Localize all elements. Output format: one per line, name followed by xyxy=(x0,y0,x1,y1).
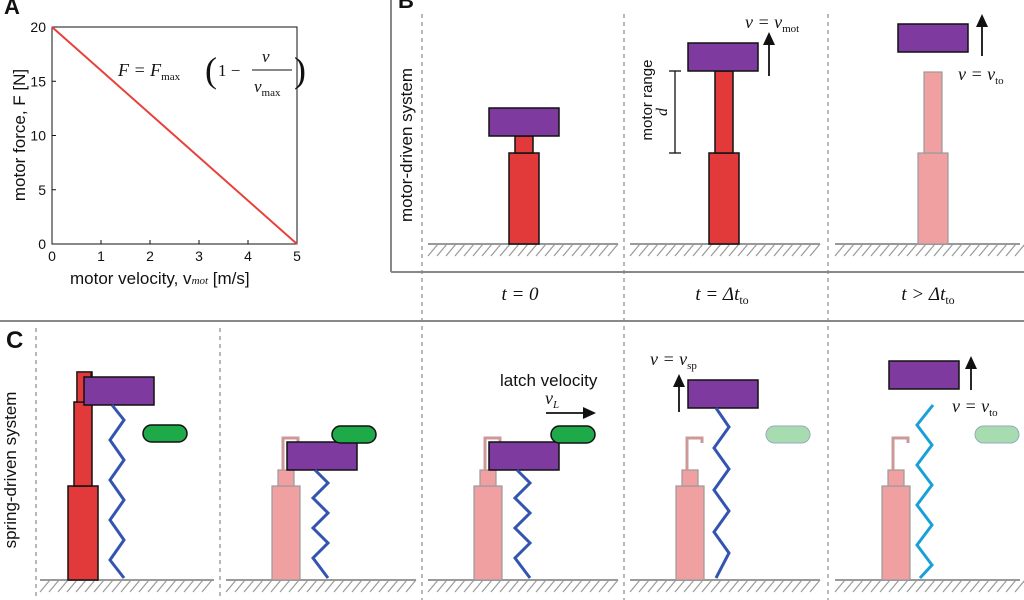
x-tick-label: 3 xyxy=(195,248,203,264)
spring-icon xyxy=(712,407,731,579)
motor-rod xyxy=(277,469,295,487)
ground-c xyxy=(39,579,1024,593)
motor-base xyxy=(675,485,705,581)
spring-icon xyxy=(108,404,126,579)
v-sp-label: v = vsp xyxy=(650,349,697,372)
force-equation: F = Fmax ( 1 − v vmax ) xyxy=(117,47,306,99)
latch-icon xyxy=(765,425,811,444)
latch-icon xyxy=(550,425,596,444)
motor-base xyxy=(881,485,911,581)
y-tick-label: 15 xyxy=(30,73,46,89)
spring-system-5: v = vto xyxy=(881,356,1020,581)
motor-rod xyxy=(714,70,734,154)
paren-open: ( xyxy=(205,50,217,90)
spring-icon xyxy=(310,468,331,579)
eq-denominator: vmax xyxy=(254,77,281,99)
time-label-2: t = Δtto xyxy=(695,284,748,307)
latch-hook xyxy=(281,436,300,470)
mass-block xyxy=(687,42,759,72)
motor-rod xyxy=(479,469,497,487)
motor-actuator-after: v = vto xyxy=(897,14,1004,245)
time-label-3: t > Δtto xyxy=(901,284,954,307)
mass-block xyxy=(888,360,960,390)
spring-system-4: v = vsp xyxy=(650,349,811,581)
spring-driven-label: spring-driven system xyxy=(1,392,20,549)
motor-rod xyxy=(923,71,943,154)
arrow-up-icon xyxy=(976,14,988,27)
force-velocity-chart: 0 1 2 3 4 5 0 5 10 15 20 motor force, F [N] motor… xyxy=(10,19,306,288)
y-tick-label: 0 xyxy=(38,236,46,252)
x-tick-label: 0 xyxy=(48,248,56,264)
latch-hook xyxy=(891,436,910,470)
x-tick-label: 2 xyxy=(146,248,154,264)
motor-driven-label: motor-driven system xyxy=(397,68,416,222)
v-to-label: v = vto xyxy=(958,64,1004,87)
motor-base xyxy=(508,152,540,245)
time-label-1: t = 0 xyxy=(501,284,539,305)
latch-icon xyxy=(142,424,188,443)
series-line xyxy=(51,26,298,245)
eq-numerator: v xyxy=(262,47,270,66)
mass-block xyxy=(687,379,759,409)
x-tick-label: 1 xyxy=(97,248,105,264)
motor-rod xyxy=(73,401,93,487)
x-axis-label: motor velocity, vmot [m/s] xyxy=(70,269,250,288)
arrow-up-icon xyxy=(673,374,685,387)
motor-rod xyxy=(887,469,905,487)
motor-rod xyxy=(514,135,534,154)
series xyxy=(51,26,298,245)
latch-velocity-label: latch velocity xyxy=(500,371,598,390)
mass-block xyxy=(286,441,358,471)
arrow-up-icon xyxy=(965,356,977,369)
arrow-right-icon xyxy=(583,407,596,419)
spring-icon xyxy=(512,468,533,579)
arrow-up-icon xyxy=(763,32,775,45)
y-ticks: 0 5 10 15 20 xyxy=(30,19,56,252)
spring-system-3: latch velocity vL xyxy=(473,371,598,581)
motor-actuator-tdt: motor range d v = vmot xyxy=(639,12,799,245)
latch-hook xyxy=(685,436,704,470)
motor-actuator-t0 xyxy=(488,107,560,245)
motor-base xyxy=(67,485,99,581)
y-tick-label: 10 xyxy=(30,128,46,144)
motor-rod xyxy=(681,469,699,487)
motor-base xyxy=(917,152,949,245)
v-mot-label: v = vmot xyxy=(745,12,799,35)
mass-block xyxy=(488,441,560,471)
v-to-label: v = vto xyxy=(952,396,998,419)
spring-system-2 xyxy=(271,425,377,581)
y-axis-label: motor force, F [N] xyxy=(10,69,29,201)
latch-icon xyxy=(331,425,377,444)
panel-label-b: B xyxy=(398,0,414,13)
x-tick-label: 5 xyxy=(293,248,301,264)
motor-range-label: motor range xyxy=(639,60,656,141)
v-L-label: vL xyxy=(545,388,559,411)
mass-block xyxy=(897,23,969,53)
x-tick-label: 4 xyxy=(244,248,252,264)
y-tick-label: 20 xyxy=(30,19,46,35)
mass-block xyxy=(83,376,155,406)
spring-icon xyxy=(915,404,935,580)
equation-lhs: F = Fmax xyxy=(117,60,181,83)
panel-label-c: C xyxy=(6,327,23,354)
d-label: d xyxy=(654,107,671,116)
latch-hook xyxy=(483,436,502,470)
motor-base xyxy=(473,485,503,581)
y-tick-label: 5 xyxy=(38,182,46,198)
motor-base xyxy=(271,485,301,581)
latch-icon xyxy=(974,425,1020,444)
mass-block xyxy=(488,107,560,137)
one-minus: 1 − xyxy=(218,61,240,80)
panel-label-a: A xyxy=(4,0,20,19)
spring-system-1 xyxy=(67,371,188,581)
ground-b xyxy=(427,243,1024,257)
paren-close: ) xyxy=(294,50,306,90)
motor-base xyxy=(708,152,740,245)
